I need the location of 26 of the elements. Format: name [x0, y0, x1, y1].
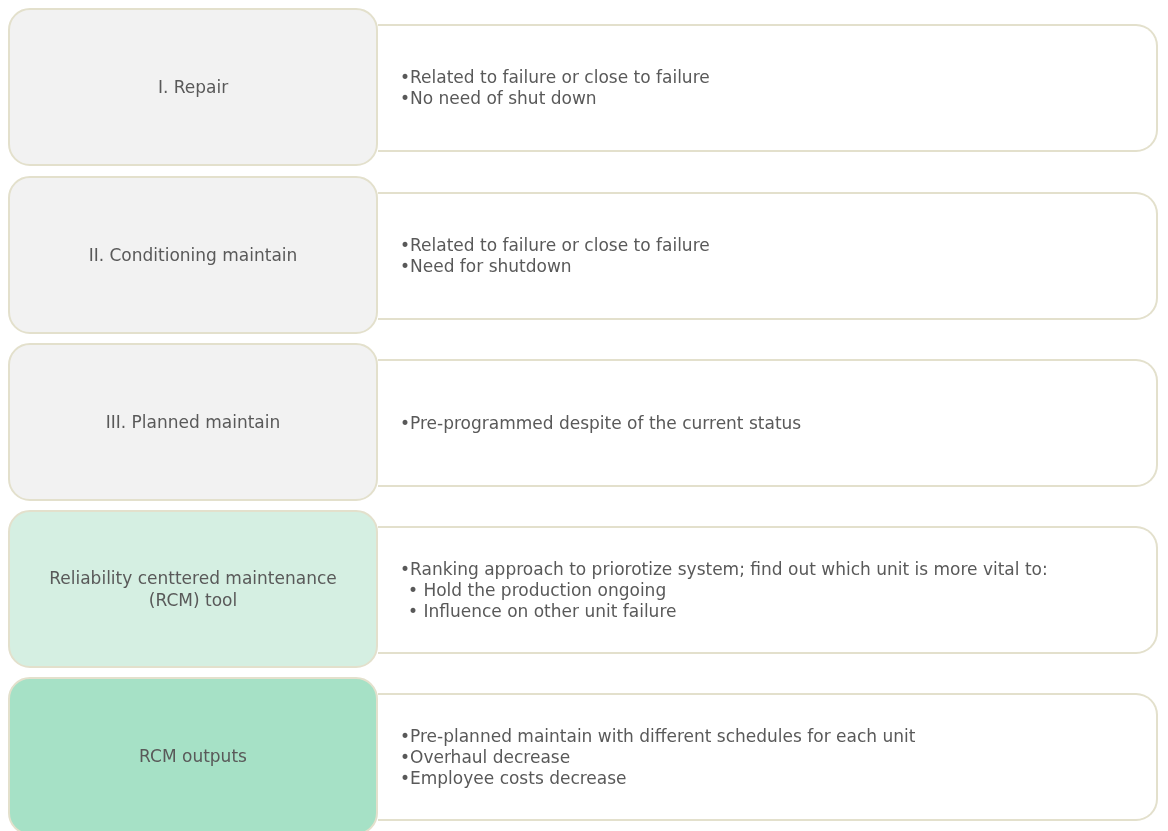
bullet-text: •Pre-programmed despite of the current status: [400, 412, 803, 434]
bullet-text: •Overhaul decrease: [400, 746, 572, 768]
category-box: [8, 8, 378, 166]
description-box: [378, 526, 1158, 654]
bullet-text: •No need of shut down: [400, 88, 598, 109]
bullet-text: •Employee costs decrease: [400, 767, 628, 789]
category-title: II. Conditioning maintain: [88, 244, 298, 266]
description-box: [378, 192, 1158, 320]
category-box: [8, 510, 378, 668]
bullet-text: •Ranking approach to priorotize system; find out which unit is more vital to:: [400, 558, 1049, 580]
category-title: I. Repair: [157, 76, 229, 98]
category-title: Reliability centtered maintenance (RCM) tool: [48, 567, 338, 611]
description-box: [378, 693, 1158, 821]
bullet-text: •Related to failure or close to failure: [400, 235, 711, 256]
category-box: [8, 343, 378, 501]
bullet-text: •Need for shutdown: [400, 256, 573, 277]
bullet-text: • Hold the production ongoing: [407, 579, 668, 601]
bullet-text: •Pre-planned maintain with different schedules for each unit: [400, 725, 917, 747]
category-box: [8, 176, 378, 334]
category-title: RCM outputs: [139, 745, 247, 767]
category-title: III. Planned maintain: [105, 411, 281, 433]
description-box: [378, 24, 1158, 152]
description-box: [378, 359, 1158, 487]
bullet-text: • Influence on other unit failure: [407, 600, 678, 622]
bullet-text: •Related to failure or close to failure: [400, 67, 711, 88]
category-box: [8, 677, 378, 831]
